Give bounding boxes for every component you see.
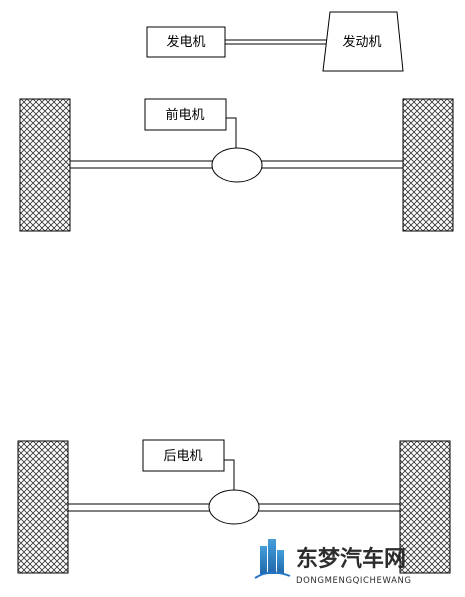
front-axle-assembly: 前电机 [19,98,454,232]
front-motor-connector [226,117,237,148]
front-right-wheel [402,98,454,232]
rear-differential [208,489,260,525]
generator-box: 发电机 [146,26,226,58]
watermark-name: 东梦汽车网 [296,546,406,572]
rear-right-wheel [399,440,451,574]
watermark-domain: DONGMENGQICHEWANG [296,576,412,586]
engine-label: 发动机 [342,34,381,50]
rear-left-wheel [17,440,69,574]
engine-block: 发动机 [322,11,404,72]
generator-engine-shaft [225,39,328,45]
generator-label: 发电机 [166,34,205,50]
front-axle-shaft [70,160,403,169]
rear-axle-shaft [68,503,400,512]
watermark: 东梦汽车网 DONGMENGQICHEWANG [254,539,412,586]
rear-axle-assembly: 后电机 [17,439,451,574]
front-motor-box [144,98,227,131]
watermark-logo-icon [254,539,291,579]
rear-motor-connector [224,459,235,490]
front-left-wheel [19,98,71,232]
rear-motor-box [142,439,225,472]
front-differential [211,147,263,183]
front-motor-label: 前电机 [165,107,204,123]
rear-motor-label: 后电机 [163,449,202,464]
